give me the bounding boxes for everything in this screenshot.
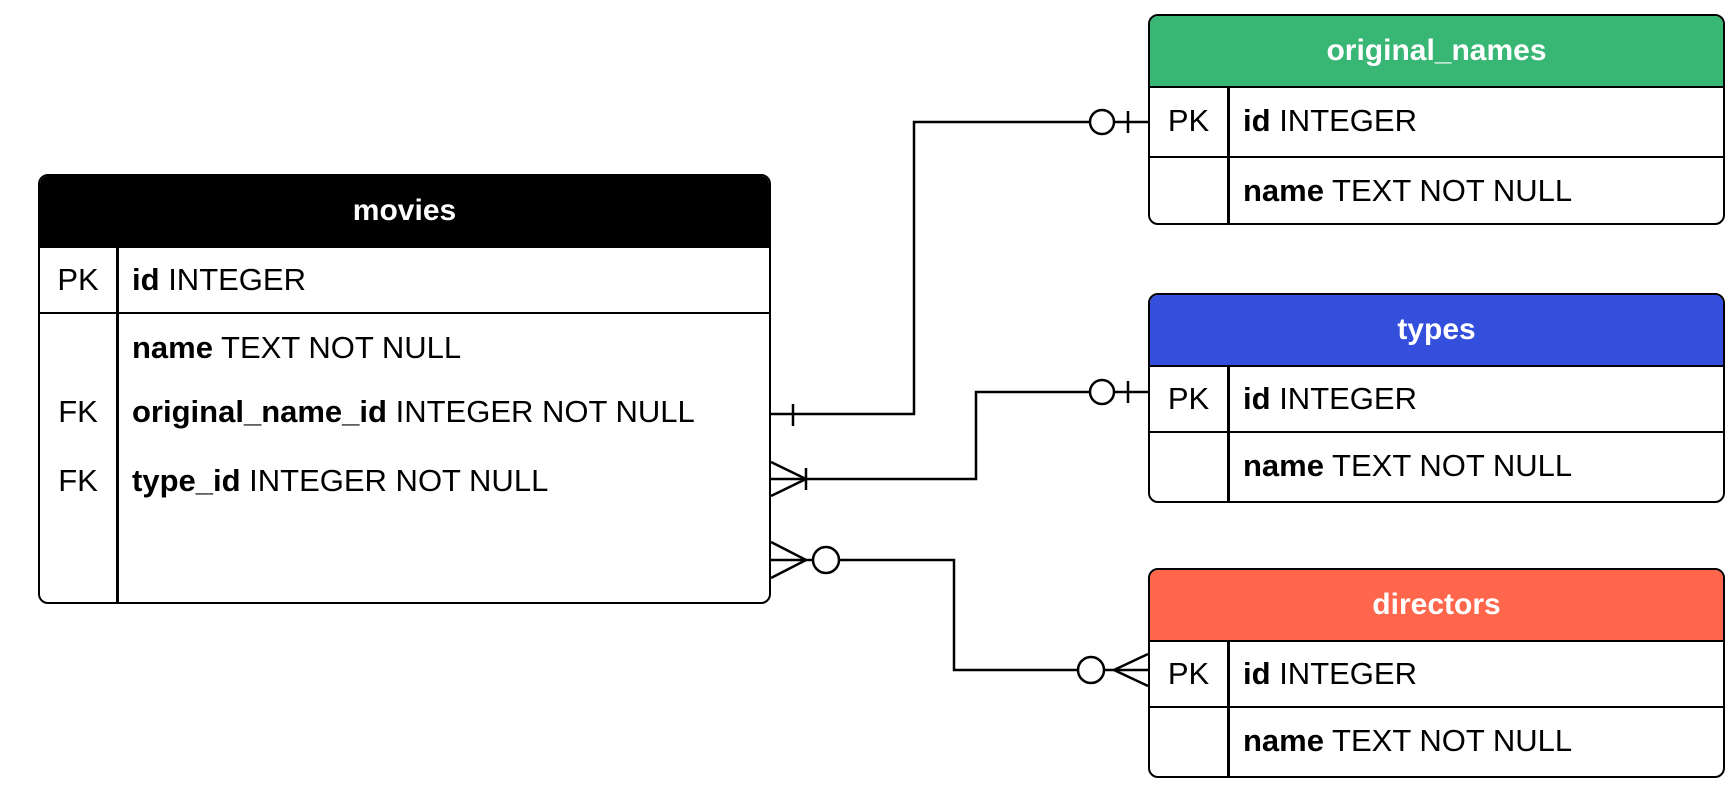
field-name-row: name TEXT NOT NULL bbox=[1243, 433, 1572, 499]
field-name-row: name TEXT NOT NULL bbox=[1243, 158, 1573, 223]
field-original-name-id: original_name_id INTEGER NOT NULL bbox=[132, 392, 695, 432]
column-divider bbox=[1227, 708, 1230, 776]
field-name: name bbox=[1243, 448, 1324, 483]
entity-movies[interactable]: movies PK id INTEGER name TEXT NOT NULL … bbox=[38, 174, 771, 604]
directors-crowfoot-lower bbox=[1113, 668, 1149, 688]
column-divider bbox=[1227, 433, 1230, 501]
column-divider bbox=[1227, 642, 1230, 706]
fk-label: FK bbox=[58, 463, 98, 498]
entity-original-names[interactable]: original_names PK id INTEGER name TEXT N… bbox=[1148, 14, 1725, 225]
pk-label: PK bbox=[1167, 381, 1210, 416]
field-type: TEXT NOT NULL bbox=[221, 330, 462, 365]
field-type: INTEGER bbox=[168, 262, 306, 297]
field-type: TEXT NOT NULL bbox=[1332, 173, 1573, 208]
fk-label: FK bbox=[58, 394, 98, 429]
pk-row: PK id INTEGER bbox=[1150, 365, 1723, 431]
types-zero-marker bbox=[1088, 378, 1116, 406]
pk-row: PK id INTEGER bbox=[40, 246, 769, 312]
pk-label: PK bbox=[1167, 656, 1210, 691]
field-name: id bbox=[1243, 103, 1271, 138]
field-name: type_id bbox=[132, 463, 241, 498]
directors-crowfoot-upper bbox=[1113, 652, 1149, 672]
field-name: id bbox=[1243, 381, 1271, 416]
columns-row: name TEXT NOT NULL FK original_name_id I… bbox=[40, 312, 769, 602]
column-row: name TEXT NOT NULL bbox=[1150, 156, 1723, 223]
column-divider bbox=[1227, 367, 1230, 431]
field-name: name bbox=[132, 330, 213, 365]
movies-crowfoot-directors-lower bbox=[770, 558, 807, 580]
link-movies-original-names bbox=[771, 120, 1148, 416]
entity-title: directors bbox=[1150, 570, 1723, 640]
field-name: original_name_id bbox=[132, 394, 387, 429]
field-name-row: name TEXT NOT NULL bbox=[132, 328, 461, 368]
pk-label: PK bbox=[1167, 103, 1210, 138]
column-row: name TEXT NOT NULL bbox=[1150, 706, 1723, 776]
field-name: name bbox=[1243, 723, 1324, 758]
pk-row: PK id INTEGER bbox=[1150, 86, 1723, 156]
field-type: INTEGER bbox=[1279, 656, 1417, 691]
entity-title: movies bbox=[40, 176, 769, 246]
movies-crowfoot-types-upper bbox=[770, 460, 807, 481]
entity-title: types bbox=[1150, 295, 1723, 365]
movies-crowfoot-types-lower bbox=[770, 477, 807, 498]
link-movies-directors bbox=[771, 558, 1148, 672]
pk-field: id INTEGER bbox=[1243, 642, 1417, 706]
field-type-id: type_id INTEGER NOT NULL bbox=[132, 461, 548, 501]
movies-crowfoot-directors-upper bbox=[770, 540, 807, 562]
pk-field: id INTEGER bbox=[1243, 367, 1417, 431]
column-divider bbox=[116, 248, 119, 312]
column-divider bbox=[116, 314, 119, 602]
field-type: INTEGER NOT NULL bbox=[395, 394, 695, 429]
original-names-zero-marker bbox=[1088, 108, 1116, 136]
link-movies-types bbox=[771, 390, 1148, 481]
directors-zero-marker bbox=[1076, 655, 1106, 685]
field-name-row: name TEXT NOT NULL bbox=[1243, 708, 1572, 774]
pk-row: PK id INTEGER bbox=[1150, 640, 1723, 706]
column-divider bbox=[1227, 88, 1230, 156]
field-name: id bbox=[132, 262, 160, 297]
field-type: INTEGER bbox=[1279, 103, 1417, 138]
field-type: TEXT NOT NULL bbox=[1332, 448, 1573, 483]
field-name: id bbox=[1243, 656, 1271, 691]
column-row: name TEXT NOT NULL bbox=[1150, 431, 1723, 501]
column-divider bbox=[1227, 158, 1230, 223]
entity-title: original_names bbox=[1150, 16, 1723, 86]
field-type: INTEGER bbox=[1279, 381, 1417, 416]
entity-directors[interactable]: directors PK id INTEGER name TEXT NOT NU… bbox=[1148, 568, 1725, 778]
movies-zero-marker-directors bbox=[811, 545, 841, 575]
pk-field: id INTEGER bbox=[1243, 88, 1417, 154]
pk-label: PK bbox=[57, 262, 99, 297]
pk-field: id INTEGER bbox=[132, 248, 306, 312]
field-type: TEXT NOT NULL bbox=[1332, 723, 1573, 758]
field-name: name bbox=[1243, 173, 1324, 208]
field-type: INTEGER NOT NULL bbox=[249, 463, 549, 498]
entity-types[interactable]: types PK id INTEGER name TEXT NOT NULL bbox=[1148, 293, 1725, 503]
